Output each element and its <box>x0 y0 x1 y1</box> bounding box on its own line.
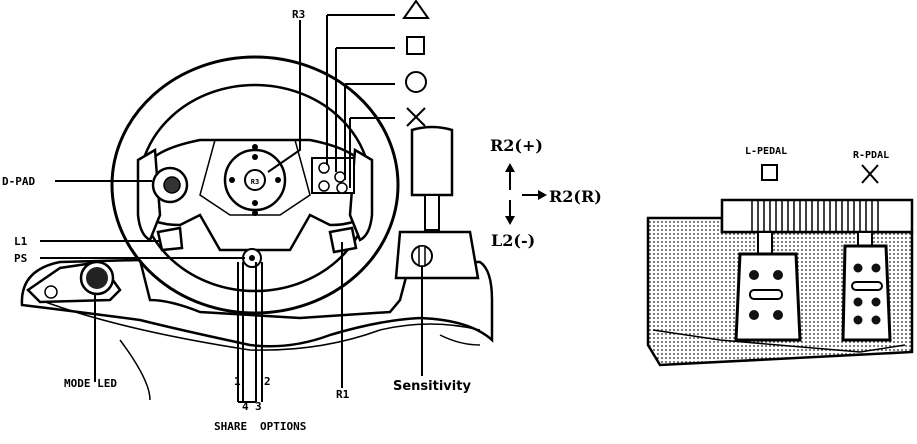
r3-dial[interactable]: R3 <box>223 144 287 216</box>
r2-plus-label: R2(+) <box>490 136 543 155</box>
dpad-label: D-PAD <box>2 175 35 188</box>
r-pedal-label: R-PDAL <box>853 150 889 161</box>
mode-led-label: MODE LED <box>64 377 117 390</box>
pedal-direction-arrows <box>505 163 547 225</box>
sensitivity-label: Sensitivity <box>393 379 471 394</box>
dpad[interactable] <box>151 166 189 204</box>
face-buttons[interactable] <box>311 157 355 194</box>
ps-button[interactable] <box>242 248 262 268</box>
gear-shifter[interactable] <box>394 125 480 280</box>
steering-wheel-unit: R3 <box>2 0 602 433</box>
right-grip <box>348 147 374 242</box>
ps-label: PS <box>14 252 27 265</box>
num-1-label: 1 <box>234 375 241 388</box>
r1-label: R1 <box>336 388 350 401</box>
l1-paddle[interactable] <box>156 226 184 252</box>
options-label: OPTIONS <box>260 420 306 433</box>
pedal-rail <box>720 198 914 234</box>
l2-minus-label: L2(-) <box>491 231 535 250</box>
share-label: SHARE <box>214 420 247 433</box>
svg-text:R3: R3 <box>251 178 259 186</box>
right-pedal[interactable] <box>841 231 892 342</box>
triangle-icon <box>402 0 430 19</box>
num-4-label: 4 <box>242 400 249 413</box>
r3-label: R3 <box>292 8 305 21</box>
r-pedal-cross-icon <box>861 164 879 184</box>
square-icon <box>406 36 425 55</box>
l-pedal-label: L-PEDAL <box>745 146 787 157</box>
cross-icon <box>406 107 426 127</box>
wheel-base <box>20 258 494 348</box>
r2-r-label: R2(R) <box>549 187 602 206</box>
circle-icon <box>405 71 427 93</box>
left-grip <box>136 147 162 242</box>
left-pedal[interactable] <box>734 231 802 342</box>
r1-paddle[interactable] <box>328 226 358 254</box>
mode-knob[interactable] <box>26 260 122 304</box>
pedal-unit: L-PEDAL R-PDAL <box>646 146 914 367</box>
l-pedal-square-icon <box>761 164 778 181</box>
l1-label: L1 <box>14 235 28 248</box>
num-2-label: 2 <box>264 375 271 388</box>
num-3-label: 3 <box>255 400 262 413</box>
